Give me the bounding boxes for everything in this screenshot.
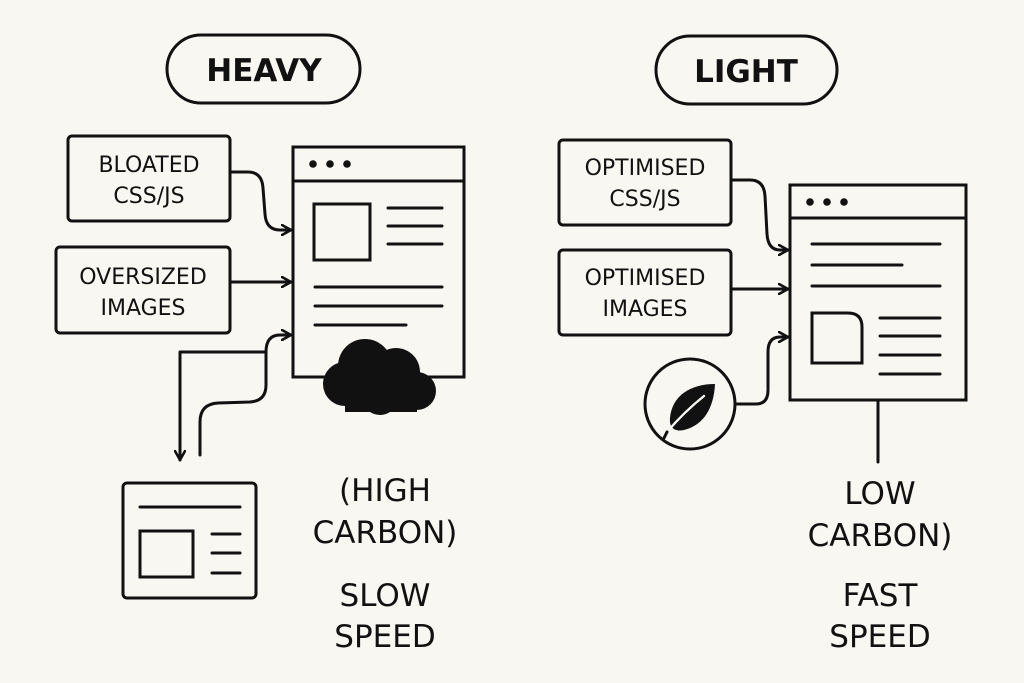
light-section: LIGHT OPTIMISED CSS/JS OPTIMISED IMAGES: [557, 34, 968, 655]
heavy-pill-shape: [165, 33, 362, 105]
window-dot-icon: [840, 198, 848, 206]
light-input-images: OPTIMISED IMAGES: [557, 248, 733, 337]
window-dot-icon: [343, 160, 351, 168]
browser-window-icon: [121, 481, 258, 600]
window-dot-icon: [823, 198, 831, 206]
browser-window-icon: [788, 183, 968, 402]
heavy-speed-line2: SPEED: [334, 619, 435, 655]
heavy-section: HEAVY BLOATED CSS/JS OVERSIZED IMAGES: [54, 33, 466, 655]
light-speed-line1: FAST: [843, 578, 919, 614]
light-input-css-js-line1: OPTIMISED: [585, 156, 706, 181]
heavy-title-pill: HEAVY: [165, 33, 362, 105]
light-carbon-line1: LOW: [844, 476, 915, 512]
heavy-page-frame: [291, 145, 466, 379]
leaf-icon: [643, 357, 737, 451]
heavy-title: HEAVY: [206, 53, 322, 89]
heavy-input-images-box: [54, 245, 232, 335]
heavy-speed-line1: SLOW: [340, 578, 431, 614]
heavy-input-css-js-line1: BLOATED: [98, 153, 199, 178]
light-input-css-js-box: [557, 138, 733, 227]
image-placeholder-icon: [138, 529, 195, 579]
arrow-icon: [228, 170, 293, 230]
light-input-images-box: [557, 248, 733, 337]
heavy-carbon-line2: CARBON): [313, 515, 458, 551]
light-title-pill: LIGHT: [654, 34, 839, 106]
heavy-input-css-js: BLOATED CSS/JS: [66, 134, 232, 223]
browser-window-icon: [291, 145, 466, 379]
arrow-icon: [733, 337, 790, 406]
light-input-images-line1: OPTIMISED: [585, 266, 706, 291]
light-input-css-js: OPTIMISED CSS/JS: [557, 138, 733, 227]
image-placeholder-icon: [810, 311, 864, 365]
light-input-css-js-line2: CSS/JS: [609, 187, 680, 212]
cloud-icon: [323, 339, 436, 415]
heavy-input-css-js-box: [66, 134, 232, 223]
light-input-images-line2: IMAGES: [602, 297, 687, 322]
heavy-input-images: OVERSIZED IMAGES: [54, 245, 232, 335]
arrow-icon: [729, 178, 790, 250]
window-dot-icon: [326, 160, 334, 168]
heavy-input-images-line1: OVERSIZED: [79, 265, 207, 290]
heavy-input-css-js-line2: CSS/JS: [113, 184, 184, 209]
heavy-carbon-line1: (HIGH: [339, 473, 431, 509]
image-placeholder-icon: [312, 202, 372, 262]
heavy-input-images-line2: IMAGES: [100, 296, 185, 321]
light-speed-line2: SPEED: [829, 619, 930, 655]
arrow-icon: [198, 335, 293, 457]
light-carbon-line2: CARBON): [808, 518, 953, 554]
arrow-icon: [180, 350, 267, 462]
light-pill-shape: [654, 34, 839, 106]
window-dot-icon: [806, 198, 814, 206]
light-title: LIGHT: [694, 54, 798, 90]
window-dot-icon: [309, 160, 317, 168]
